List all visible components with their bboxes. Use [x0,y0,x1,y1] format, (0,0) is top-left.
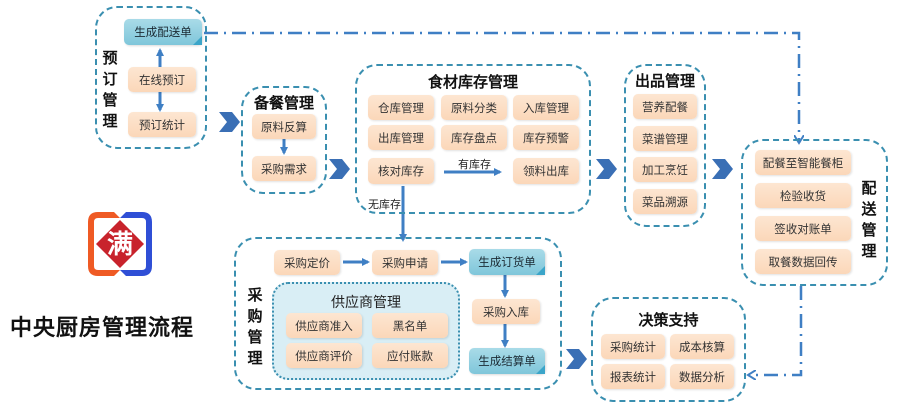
report-statistics[interactable]: 报表统计 [601,364,665,389]
decision-title: 决策支持 [638,311,699,329]
dashdot-booking-to-delivery [204,31,799,143]
man-logo-icon: 满 [88,212,152,276]
page-title: 中央厨房管理流程 [10,316,195,341]
delivery-title: 配送管理 [861,179,877,260]
sign-statement[interactable]: 签收对账单 [755,216,851,241]
booking-title: 预订管理 [102,49,118,130]
material-reverse-calc[interactable]: 原料反算 [252,114,316,139]
dish-traceability[interactable]: 菜品溯源 [633,189,697,214]
stock-in-management[interactable]: 入库管理 [513,95,579,120]
group-inventory [355,64,591,214]
verify-stock[interactable]: 核对库存 [368,158,434,184]
in-stock-label: 有库存 [458,158,491,171]
group-delivery [741,139,888,286]
group-decision [591,297,746,402]
booking-stats[interactable]: 预订统计 [128,112,196,137]
purchase-title: 采购管理 [247,286,263,367]
stock-alert[interactable]: 库存预警 [513,125,579,150]
supplier-evaluation[interactable]: 供应商评价 [286,343,362,368]
purchase-pricing[interactable]: 采购定价 [274,250,340,275]
group-prep [241,86,327,194]
stock-count[interactable]: 库存盘点 [441,125,507,150]
nutrition-meal-planning[interactable]: 营养配餐 [633,94,697,119]
pickup-data-return[interactable]: 取餐数据回传 [755,249,851,274]
stock-out-management[interactable]: 出库管理 [368,125,434,150]
dashdot-delivery-to-decision [748,286,803,375]
inventory-title: 食材库存管理 [427,73,518,91]
chevron-inventory-to-output [596,159,617,179]
cost-accounting[interactable]: 成本核算 [670,334,734,359]
processing-cooking[interactable]: 加工烹饪 [633,157,697,182]
group-purchase [234,237,562,390]
material-classification[interactable]: 原料分类 [441,95,507,120]
warehouse-management[interactable]: 仓库管理 [368,95,434,120]
generate-settlement[interactable]: 生成结算单 [469,348,545,374]
logo-char: 满 [107,230,133,260]
chevron-prep-to-inventory [329,159,350,179]
supplier-management-title: 供应商管理 [331,295,401,311]
inspect-receive[interactable]: 检验收货 [755,183,851,208]
purchase-demand[interactable]: 采购需求 [252,156,316,181]
chevron-output-to-delivery [712,159,733,179]
data-analysis[interactable]: 数据分析 [670,364,734,389]
accounts-payable[interactable]: 应付账款 [372,343,448,368]
group-output [624,64,706,227]
supplier-admission[interactable]: 供应商准入 [286,313,362,338]
out-of-stock-label: 无库存 [368,198,401,211]
prep-title: 备餐管理 [253,94,314,112]
material-issue[interactable]: 领料出库 [513,158,579,184]
online-booking[interactable]: 在线预订 [128,67,196,92]
recipe-management[interactable]: 菜谱管理 [633,126,697,151]
chevron-booking-to-prep [219,112,240,132]
group-booking [95,6,207,149]
generate-purchase-order[interactable]: 生成订货单 [469,249,545,275]
purchase-stock-in[interactable]: 采购入库 [472,299,540,324]
purchase-request[interactable]: 采购申请 [372,250,438,275]
output-title: 出品管理 [634,72,695,90]
generate-delivery-note[interactable]: 生成配送单 [124,19,202,45]
chevron-purchase-to-decision [566,349,587,369]
blacklist[interactable]: 黑名单 [372,313,448,338]
purchase-statistics[interactable]: 采购统计 [601,334,665,359]
deliver-to-smart-cabinet[interactable]: 配餐至智能餐柜 [755,150,851,175]
